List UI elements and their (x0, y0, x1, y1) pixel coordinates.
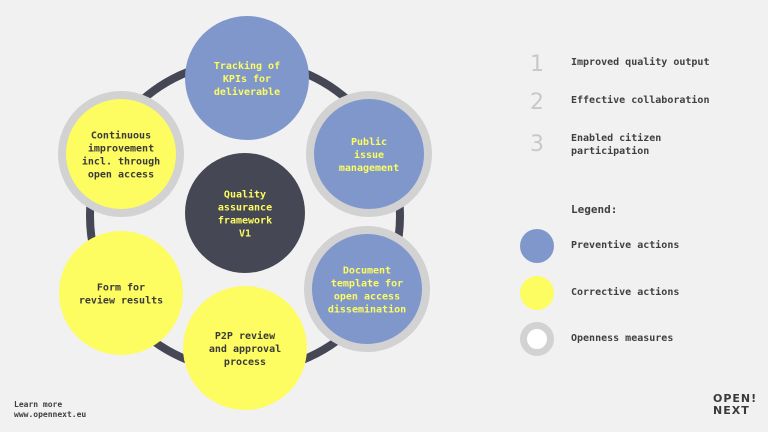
learn-more-label: Learn more (14, 400, 63, 409)
legend-title: Legend: (571, 203, 618, 216)
website-link[interactable]: www.opennext.eu (14, 410, 87, 419)
legend-label: Corrective actions (571, 287, 680, 298)
logo-line: OPEN! (713, 392, 758, 405)
aim-text: Enabled citizen participation (571, 133, 662, 157)
aim-text: Improved quality output (571, 57, 710, 68)
aim-number: 3 (530, 132, 544, 157)
node-p2p-review (183, 286, 307, 410)
learn-more: Learn more www.opennext.eu (14, 400, 86, 420)
legend-label: Openness measures (571, 333, 674, 344)
opennext-logo: OPEN! NEXT (713, 393, 757, 417)
aim-number: 1 (530, 52, 544, 77)
legend-swatch-preventive (520, 229, 554, 263)
aim-text: Effective collaboration (571, 95, 710, 106)
aim-number: 2 (530, 90, 544, 115)
node-kpi (185, 16, 309, 140)
legend-swatch-openness (520, 322, 554, 356)
center-node (185, 153, 305, 273)
logo-line: NEXT (713, 404, 750, 417)
node-review-form (59, 231, 183, 355)
node-continuous (58, 91, 184, 217)
legend-label: Preventive actions (571, 240, 680, 251)
legend-swatch-corrective (520, 276, 554, 310)
node-public-issue (306, 91, 432, 217)
node-doc-template (304, 226, 430, 352)
